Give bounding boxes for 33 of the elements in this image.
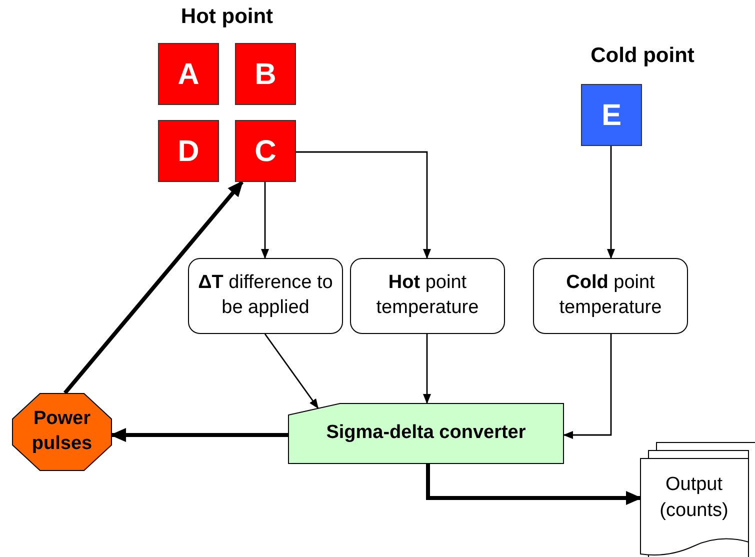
- letter-label: C: [254, 134, 276, 170]
- letter-label: E: [601, 98, 622, 134]
- arrow: [607, 146, 615, 259]
- node-label: Output (counts): [658, 473, 730, 523]
- rounded-box: [188, 258, 343, 334]
- rounded-box: [533, 258, 688, 334]
- square-block: [581, 84, 642, 146]
- rounded-box: [350, 258, 505, 334]
- node-label: Power pulses: [30, 407, 94, 456]
- arrow: [426, 464, 642, 505]
- arrow: [63, 180, 244, 394]
- node-label: ΔT difference to be applied: [197, 271, 334, 320]
- node-label: Hot point temperature: [375, 271, 480, 320]
- octagon-node: [12, 393, 112, 471]
- node-label: Sigma-delta converter: [326, 421, 526, 446]
- letter-label: B: [254, 56, 276, 92]
- node-label: Cold point temperature: [558, 271, 663, 320]
- arrow: [563, 334, 612, 439]
- heading-label: Cold point: [590, 44, 696, 68]
- arrow: [261, 182, 269, 259]
- arrow: [423, 334, 431, 404]
- square-block: [235, 43, 296, 105]
- letter-label: A: [178, 56, 200, 92]
- square-block: [158, 120, 219, 182]
- arrow: [110, 428, 288, 442]
- arrow: [264, 334, 319, 409]
- converter-box: [288, 403, 564, 464]
- square-block: [158, 43, 219, 105]
- arrow: [296, 151, 431, 259]
- square-block: [235, 120, 296, 182]
- heading-label: Hot point: [180, 5, 274, 29]
- letter-label: D: [178, 134, 200, 170]
- document-stack: [640, 442, 755, 557]
